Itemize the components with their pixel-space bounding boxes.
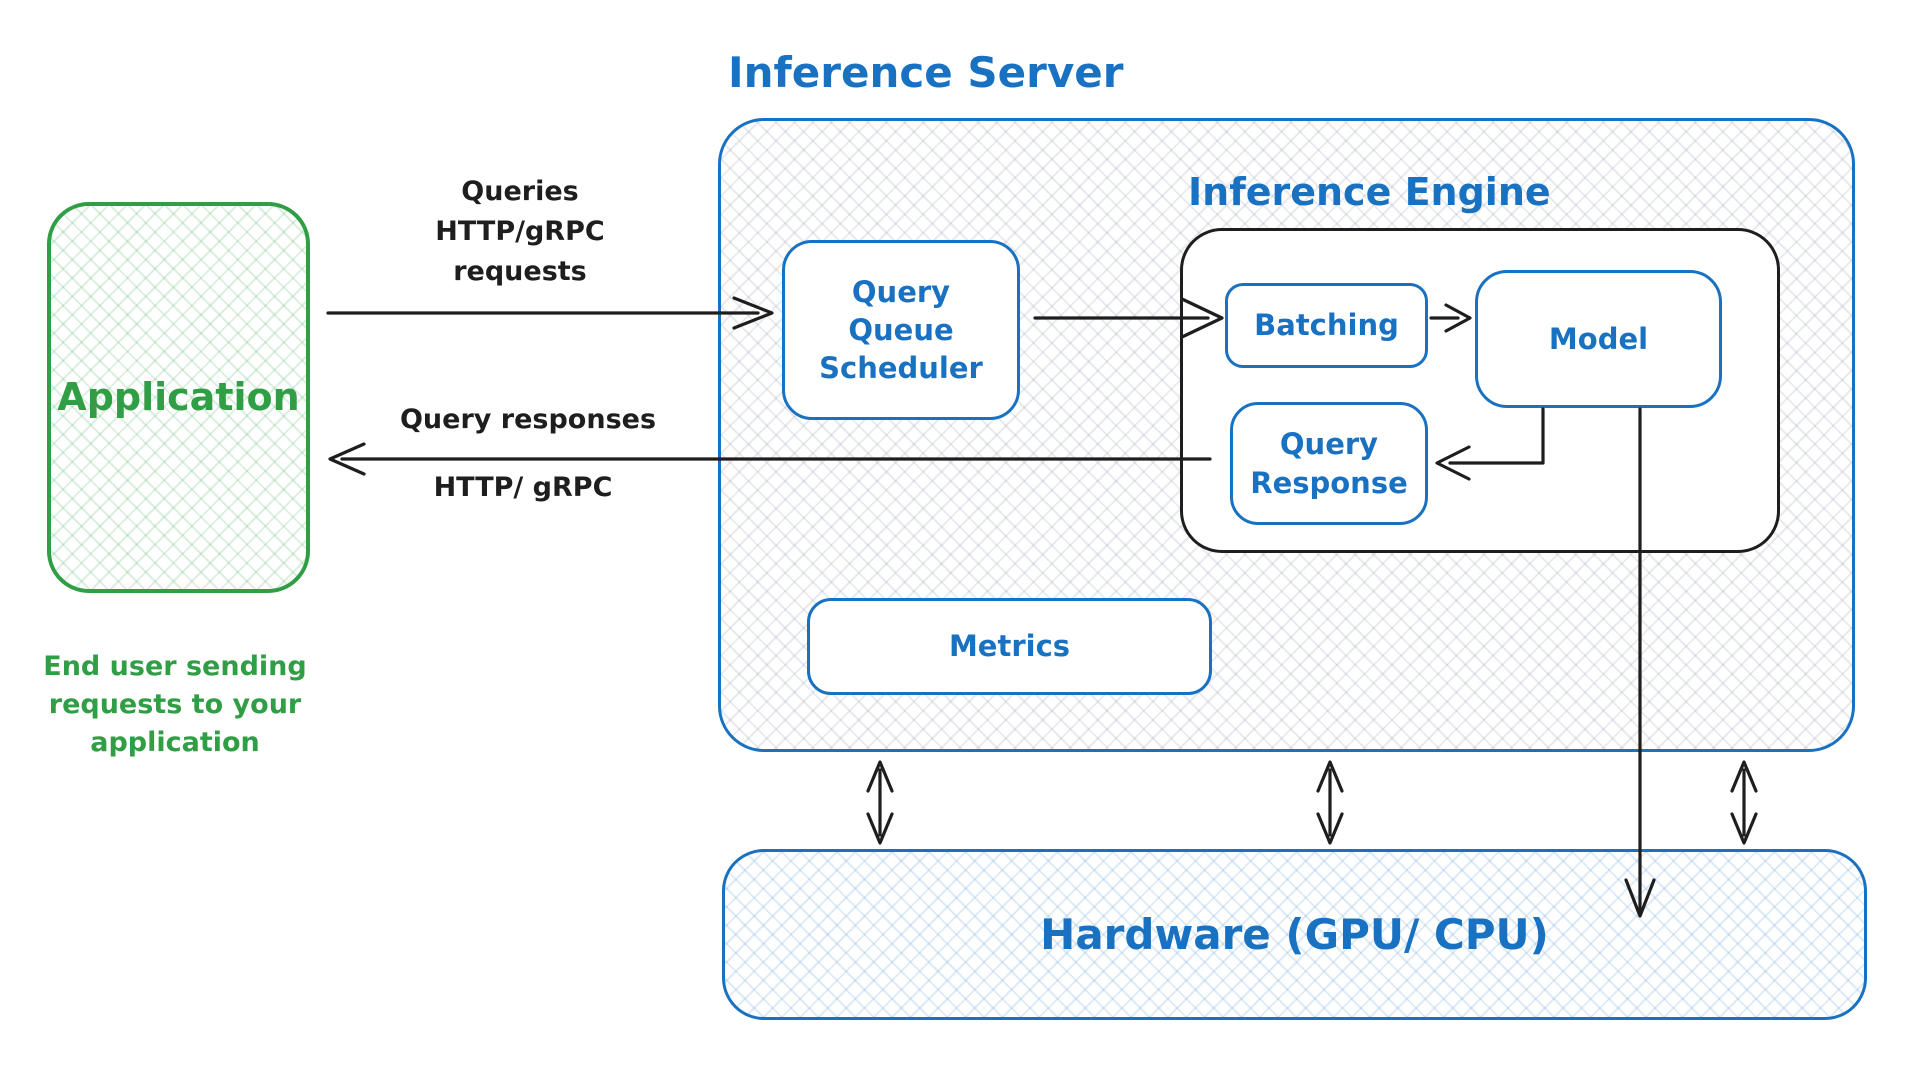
query-response-label-line: Query [1279, 427, 1379, 462]
response-arrow-label-bottom: HTTP/ gRPC [433, 472, 613, 503]
application-caption-line: End user sending [43, 651, 307, 682]
query-queue-scheduler-label: Query Queue Scheduler [819, 273, 983, 388]
server-hardware-bidirectional-arrow [866, 760, 894, 845]
request-arrow-label-line: HTTP/gRPC [435, 216, 605, 247]
response-arrow-label-top: Query responses [399, 404, 657, 435]
query-response-label-line: Response [1250, 465, 1408, 500]
server-hardware-bidirectional-arrow [1316, 760, 1344, 845]
hardware-node: Hardware (GPU/ CPU) [722, 849, 1867, 1020]
query-queue-scheduler-label-line: Scheduler [819, 351, 983, 386]
model-node: Model [1475, 270, 1722, 408]
metrics-node: Metrics [807, 598, 1212, 695]
application-caption-line: application [90, 727, 260, 758]
query-queue-scheduler-label-line: Queue [848, 312, 954, 347]
inference-engine-title: Inference Engine [1188, 170, 1551, 214]
model-label: Model [1548, 321, 1649, 356]
request-arrow [326, 296, 774, 330]
query-queue-scheduler-node: Query Queue Scheduler [782, 240, 1020, 420]
application-label: Application [57, 375, 300, 420]
request-arrow-label: Queries HTTP/gRPC requests [370, 172, 670, 292]
batching-node: Batching [1225, 283, 1428, 368]
metrics-label: Metrics [948, 629, 1071, 664]
batching-label: Batching [1254, 308, 1399, 343]
inference-server-title: Inference Server [728, 48, 1124, 97]
request-arrow-label-line: Queries [461, 176, 579, 207]
request-arrow-label-line: requests [453, 256, 587, 287]
query-response-label: Query Response [1250, 425, 1408, 502]
query-response-node: Query Response [1230, 402, 1428, 525]
application-caption: End user sending requests to your applic… [15, 648, 335, 762]
hardware-label: Hardware (GPU/ CPU) [1040, 909, 1549, 959]
query-queue-scheduler-label-line: Query [851, 274, 951, 309]
application-caption-line: requests to your [48, 689, 302, 720]
application-node: Application [47, 202, 310, 593]
server-hardware-bidirectional-arrow [1730, 760, 1758, 845]
